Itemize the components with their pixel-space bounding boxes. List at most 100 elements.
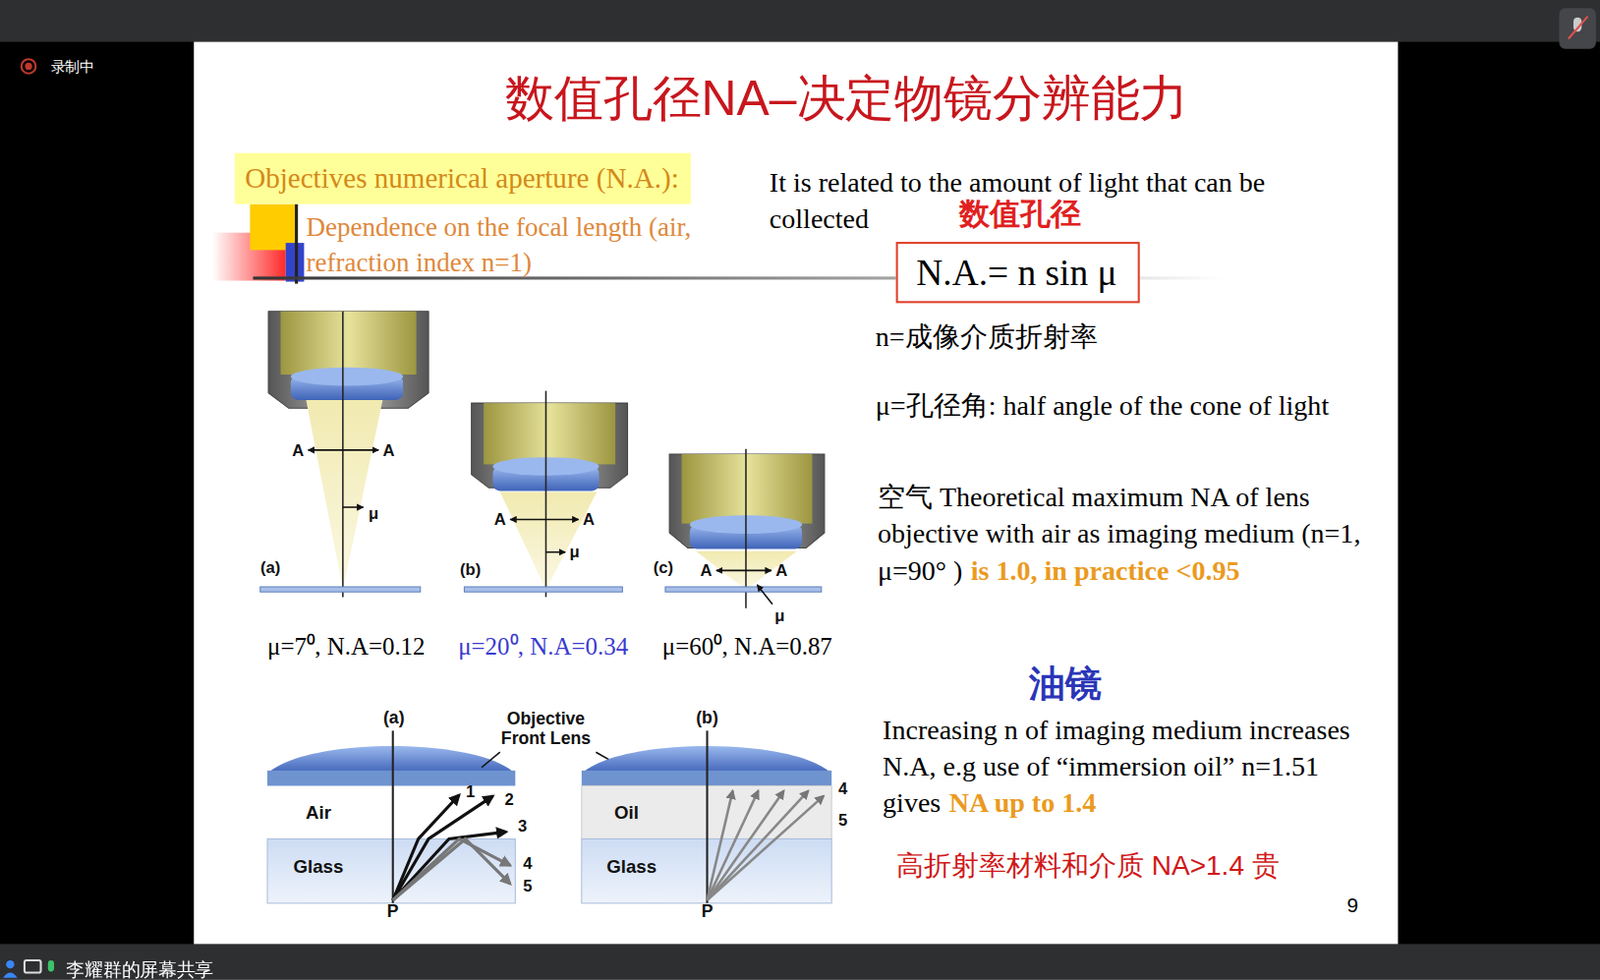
callout-number-box: 3 bbox=[517, 815, 527, 836]
aperture-letter-box: A bbox=[582, 510, 595, 530]
medium-label: Air bbox=[305, 801, 332, 823]
aperture-letter-box: A bbox=[494, 510, 507, 530]
mic-button bbox=[1558, 7, 1596, 50]
optical-axis bbox=[342, 311, 344, 598]
panel-letter-box: (b) bbox=[459, 559, 481, 579]
note-text-box: 高折射率材料和介质 NA>1.4 贵 bbox=[896, 847, 1280, 884]
objective-lens-top bbox=[290, 367, 403, 387]
callout-number: 5 bbox=[838, 811, 848, 830]
angle-symbol: μ bbox=[569, 543, 579, 562]
node-text: Objectives numerical aperture (N.A.): bbox=[244, 159, 681, 198]
front-lens-plate bbox=[267, 770, 515, 787]
light-ray bbox=[393, 831, 507, 901]
screen-icon bbox=[24, 960, 42, 972]
objective-barrel bbox=[682, 454, 813, 524]
light-ray bbox=[707, 791, 785, 901]
specimen-slide bbox=[463, 586, 623, 592]
callout-number: 2 bbox=[504, 790, 514, 808]
optical-axis bbox=[744, 449, 747, 609]
record-dot bbox=[24, 62, 32, 70]
recording-status-box: 录制中 bbox=[51, 57, 95, 76]
bottom-bar bbox=[0, 943, 1600, 979]
point-label: P bbox=[701, 902, 714, 922]
callout-number: 4 bbox=[522, 855, 532, 873]
aperture-letter: A bbox=[494, 511, 507, 529]
angle-symbol: μ bbox=[774, 606, 785, 625]
aperture-arrow bbox=[308, 449, 380, 452]
panel-letter: (b) bbox=[695, 708, 719, 729]
aperture-letter: A bbox=[383, 441, 396, 459]
light-ray bbox=[707, 791, 759, 901]
formula-heading: 数值孔径 bbox=[959, 196, 1083, 230]
angle-symbol: μ bbox=[368, 504, 379, 522]
top-bar bbox=[0, 0, 1600, 43]
optical-axis bbox=[705, 730, 708, 903]
callout-number-box: 1 bbox=[465, 782, 475, 802]
medium-label-box: Glass bbox=[292, 855, 343, 878]
optical-axis bbox=[392, 730, 395, 903]
page-number-box: 9 bbox=[1347, 892, 1360, 917]
body-text-box: μ=孔径角: half angle of the cone of light bbox=[875, 387, 1340, 424]
formula-box: N.A.= n sin μ bbox=[896, 241, 1141, 303]
slide-background bbox=[193, 42, 1398, 945]
medium-label: Oil bbox=[614, 801, 639, 823]
page-number: 9 bbox=[1347, 894, 1360, 917]
medium-label-box: Air bbox=[305, 800, 332, 824]
callout-number-box: 4 bbox=[522, 854, 532, 874]
aperture-letter: A bbox=[699, 562, 712, 580]
body-text-box: 空气 Theoretical maximum NA of lens object… bbox=[877, 478, 1373, 589]
figure-caption: μ=20⁰, N.A=0.34 bbox=[457, 632, 629, 660]
node-text: N.A.= n sin μ bbox=[915, 250, 1120, 294]
note-text: 高折射率材料和介质 NA>1.4 贵 bbox=[896, 850, 1280, 881]
highlight-text: is 1.0, in practice <0.95 bbox=[971, 555, 1241, 586]
aperture-arrow bbox=[716, 570, 772, 572]
light-cone bbox=[500, 491, 598, 590]
highlight-text: NA up to 1.4 bbox=[949, 788, 1097, 819]
aperture-letter-box: A bbox=[291, 440, 304, 460]
angle-arrow bbox=[342, 506, 364, 509]
panel-letter: (a) bbox=[383, 708, 405, 729]
panel-letter: (b) bbox=[459, 561, 481, 579]
aperture-letter: A bbox=[582, 511, 595, 529]
aperture-letter: A bbox=[775, 562, 788, 580]
aperture-letter: A bbox=[291, 441, 304, 459]
specimen-slide bbox=[260, 586, 421, 592]
glass-slab bbox=[267, 838, 515, 903]
reflected-ray bbox=[393, 838, 511, 900]
angle-symbol-box: μ bbox=[368, 503, 379, 523]
figure-caption: μ=7⁰, N.A=0.12 bbox=[267, 632, 426, 660]
point-label: P bbox=[387, 902, 400, 922]
specimen-slide bbox=[665, 586, 822, 592]
part-label-box: Objective Front Lens bbox=[489, 709, 602, 748]
body-text: μ=孔径角: half angle of the cone of light bbox=[875, 390, 1329, 421]
medium-label: Glass bbox=[292, 856, 343, 877]
callout-number-box: 5 bbox=[838, 810, 848, 831]
light-cone bbox=[305, 400, 383, 590]
body-text: n=成像介质折射率 bbox=[875, 321, 1098, 352]
panel-letter-box: (a) bbox=[383, 708, 405, 730]
aperture-letter-box: A bbox=[775, 561, 788, 581]
reflected-ray bbox=[393, 838, 511, 900]
callout-number: 1 bbox=[465, 783, 475, 801]
angle-symbol-box: μ bbox=[569, 542, 579, 563]
medium-label: Glass bbox=[606, 856, 657, 877]
objective-housing bbox=[268, 311, 429, 409]
light-ray bbox=[707, 791, 809, 901]
figure-caption-box: μ=7⁰, N.A=0.12 bbox=[267, 630, 426, 662]
mic-small-icon bbox=[48, 960, 55, 972]
light-ray bbox=[707, 796, 824, 901]
leader-line bbox=[481, 751, 501, 768]
objective-barrel bbox=[281, 311, 417, 375]
user-icon-body bbox=[2, 971, 18, 977]
user-icon bbox=[5, 960, 14, 969]
figure-caption: μ=60⁰, N.A=0.87 bbox=[662, 632, 833, 660]
slide-title: 数值孔径NA–决定物镜分辨能力 bbox=[505, 69, 1189, 129]
recording-status: 录制中 bbox=[51, 57, 95, 75]
angle-leader bbox=[756, 584, 773, 605]
deco-vertical-rule bbox=[294, 204, 298, 285]
body-text-box: n=成像介质折射率 bbox=[875, 318, 1098, 355]
optical-axis bbox=[545, 391, 548, 598]
angle-symbol-box: μ bbox=[774, 605, 785, 626]
angle-arrow bbox=[545, 551, 566, 554]
